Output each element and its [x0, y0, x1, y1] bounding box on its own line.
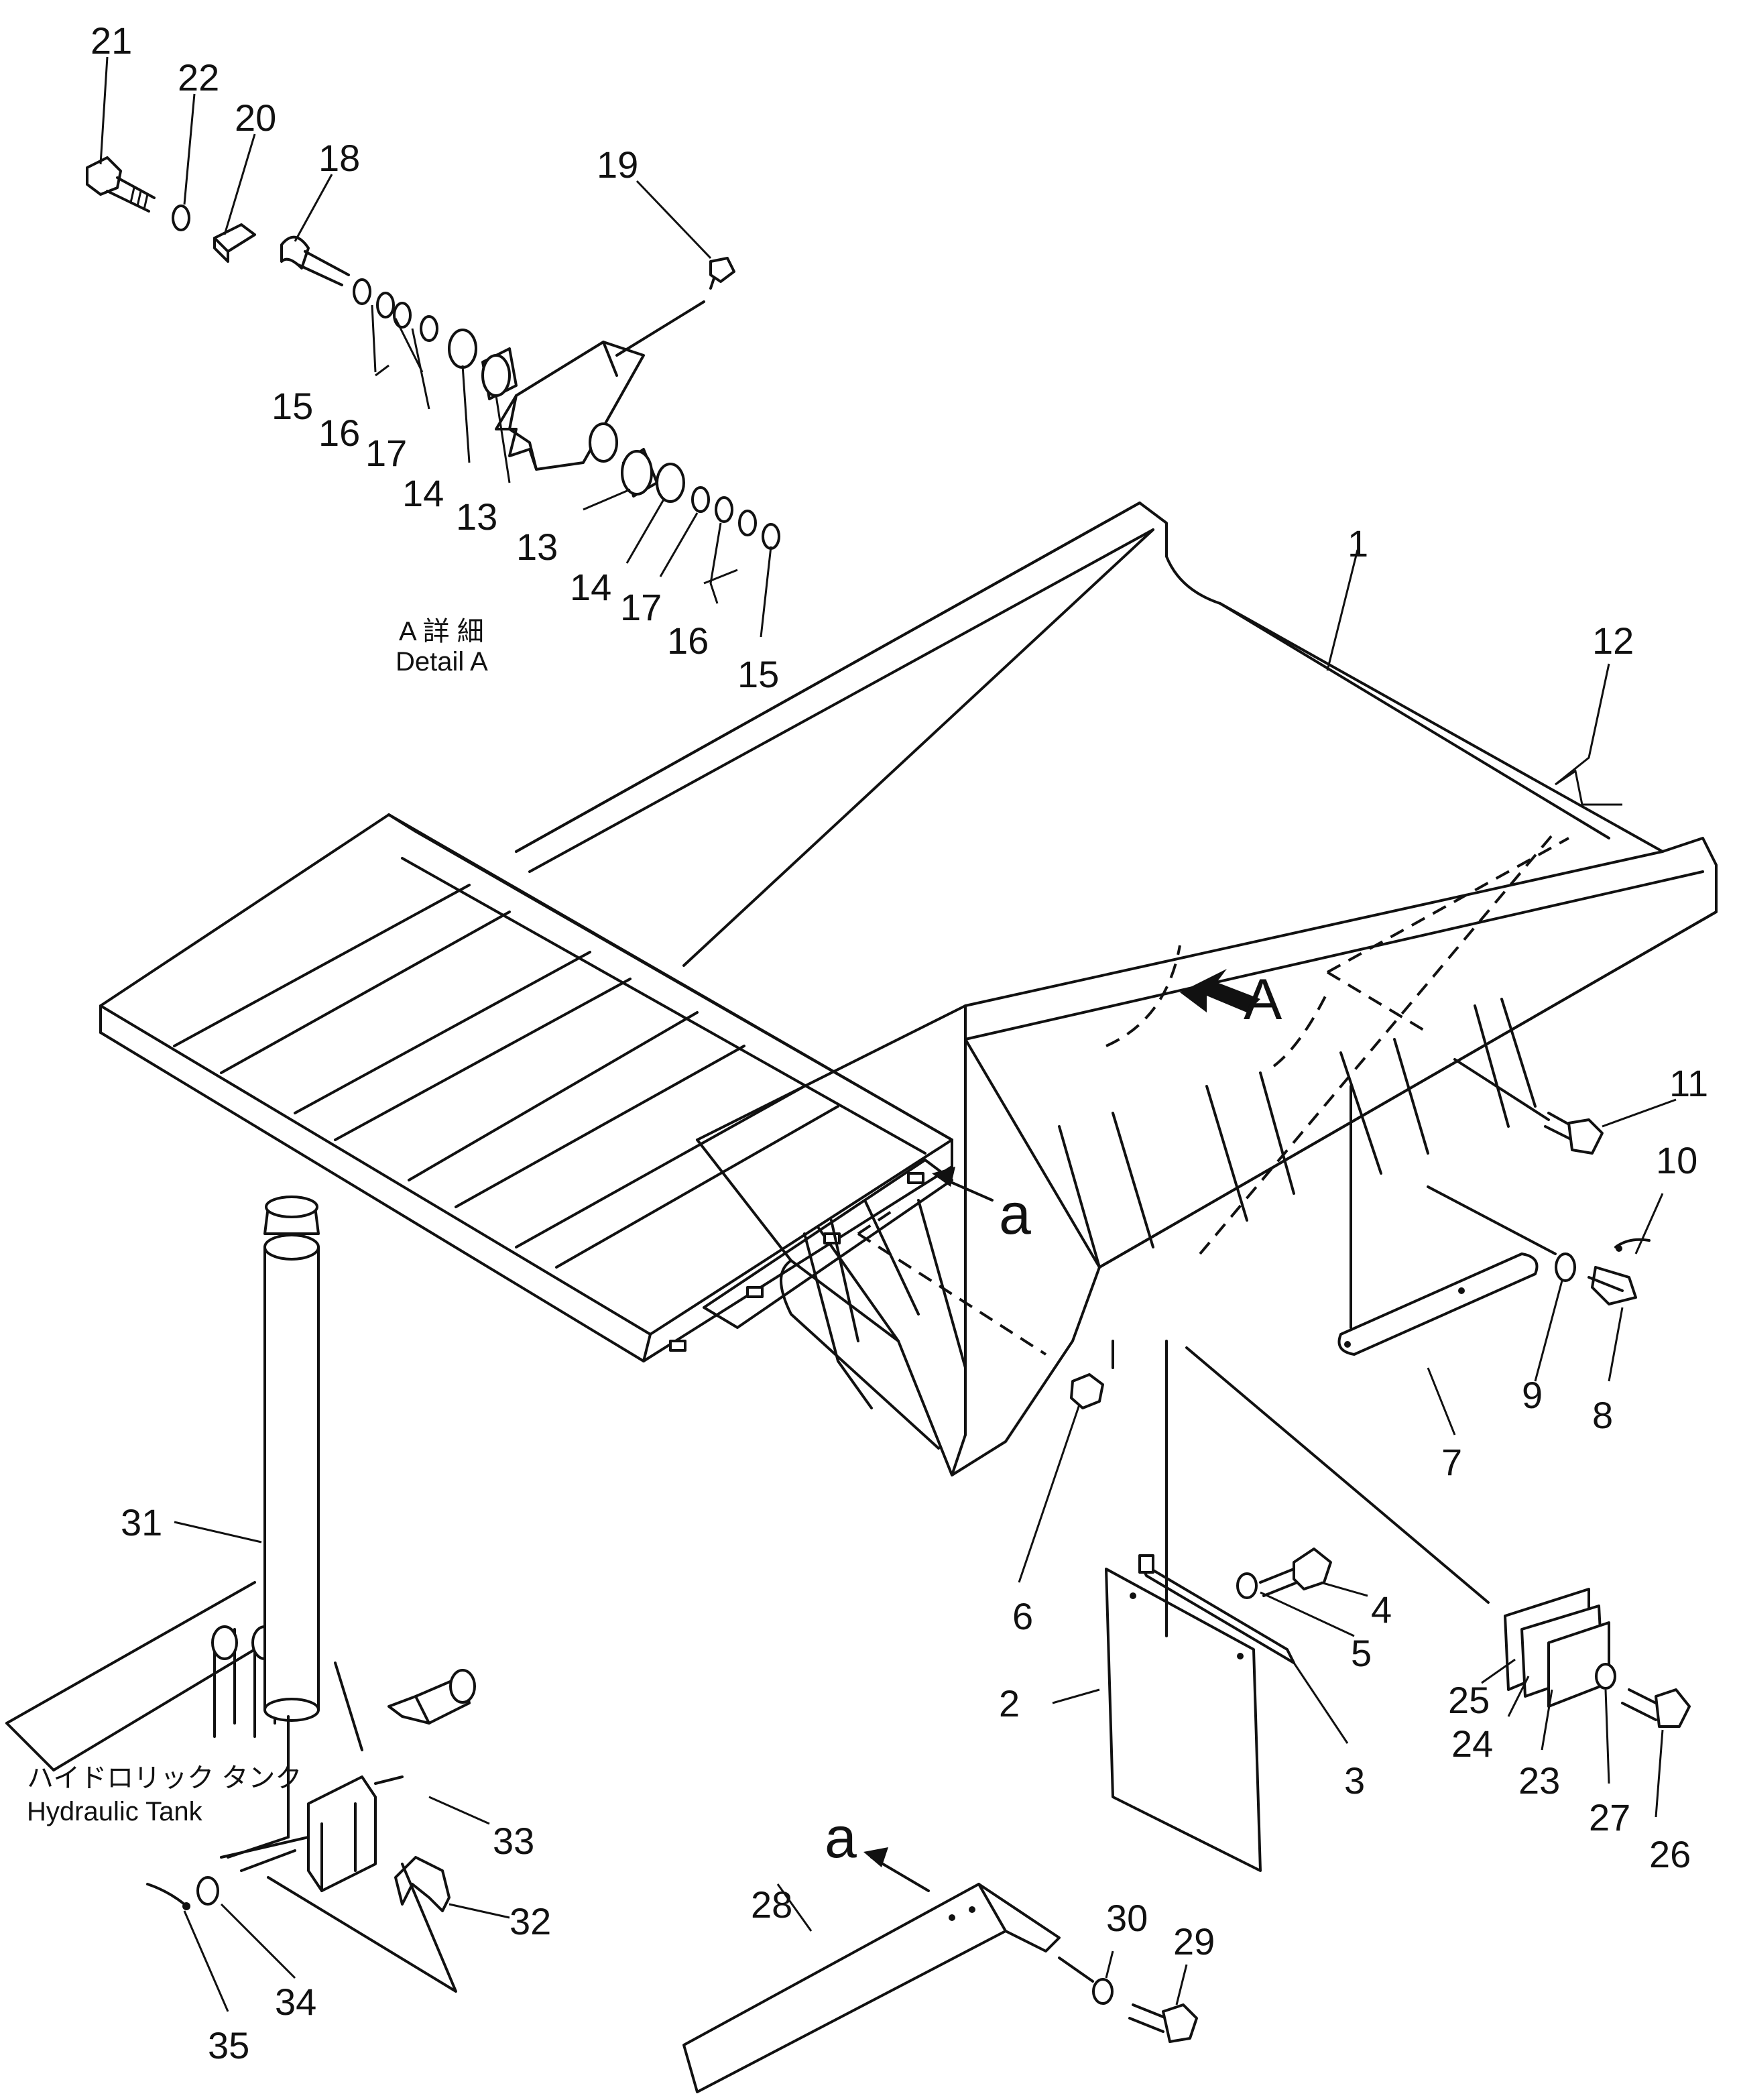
lock-link-group	[1337, 1058, 1651, 1356]
view-label-a-lower: a	[825, 1806, 857, 1870]
callout-25: 25	[1448, 1679, 1490, 1721]
view-arrow-a-upper: a	[932, 1167, 1031, 1246]
hydraulic-tank-group	[5, 1195, 476, 1993]
callout-16-lower: 16	[667, 620, 709, 662]
callout-13-lower: 13	[516, 526, 558, 568]
callout-5: 5	[1351, 1632, 1372, 1674]
callout-18: 18	[318, 137, 360, 179]
callout-26: 26	[1649, 1833, 1691, 1875]
detail-a-hinge	[86, 156, 780, 550]
callout-2: 2	[999, 1682, 1020, 1725]
callout-34: 34	[275, 1981, 316, 2023]
callout-35: 35	[208, 2024, 249, 2066]
callout-21: 21	[91, 19, 132, 62]
callout-31: 31	[121, 1501, 162, 1543]
callout-numbers: 1 12 11 10 9 8 7 6 4 5 2 3 25 24 23 27 2…	[91, 19, 1708, 2066]
callout-10: 10	[1656, 1139, 1697, 1181]
callout-17-upper: 17	[365, 432, 407, 474]
callout-16-upper: 16	[318, 412, 360, 454]
callout-27: 27	[1589, 1796, 1630, 1839]
callout-7: 7	[1441, 1441, 1462, 1483]
callout-30: 30	[1106, 1897, 1148, 1939]
pad-group	[1504, 1588, 1691, 1728]
callout-19: 19	[597, 143, 638, 186]
view-arrow-a-lower: a	[825, 1806, 930, 1892]
detail-caption-jp: A 詳 細	[399, 617, 484, 646]
callout-8: 8	[1592, 1394, 1613, 1436]
mud-flap-group	[1070, 1340, 1490, 1872]
callout-32: 32	[510, 1900, 551, 1942]
callout-14-upper: 14	[402, 472, 444, 514]
callout-24: 24	[1451, 1723, 1493, 1765]
callout-20: 20	[235, 97, 276, 139]
tank-label-en: Hydraulic Tank	[27, 1797, 203, 1826]
callout-22: 22	[178, 56, 219, 99]
callout-11: 11	[1669, 1062, 1708, 1104]
callout-15-lower: 15	[737, 653, 779, 695]
callout-12: 12	[1592, 620, 1634, 662]
callout-17-lower: 17	[620, 586, 662, 628]
callout-9: 9	[1522, 1374, 1543, 1416]
dump-body	[515, 502, 1718, 1476]
callout-33: 33	[493, 1820, 534, 1862]
callout-3: 3	[1344, 1759, 1365, 1802]
canopy-bracket-group	[682, 1883, 1198, 2093]
view-arrow-a-big: A	[1180, 968, 1282, 1032]
callout-14-lower: 14	[570, 566, 611, 608]
callout-4: 4	[1371, 1588, 1392, 1631]
callout-15-upper: 15	[272, 385, 313, 427]
callout-28: 28	[751, 1883, 792, 1926]
callout-29: 29	[1173, 1920, 1215, 1963]
hidden-lines	[857, 830, 1569, 1356]
callout-13-upper: 13	[456, 495, 497, 538]
leader-lines	[99, 56, 1677, 2012]
callout-23: 23	[1518, 1759, 1560, 1802]
view-label-A: A	[1244, 968, 1282, 1032]
view-label-a-upper: a	[999, 1182, 1031, 1246]
tank-label-jp: ハイドロリック タンク	[27, 1763, 302, 1793]
callout-6: 6	[1012, 1595, 1033, 1637]
callout-1: 1	[1347, 522, 1368, 565]
canopy-frame	[99, 813, 967, 1409]
detail-caption-en: Detail A	[396, 647, 488, 677]
